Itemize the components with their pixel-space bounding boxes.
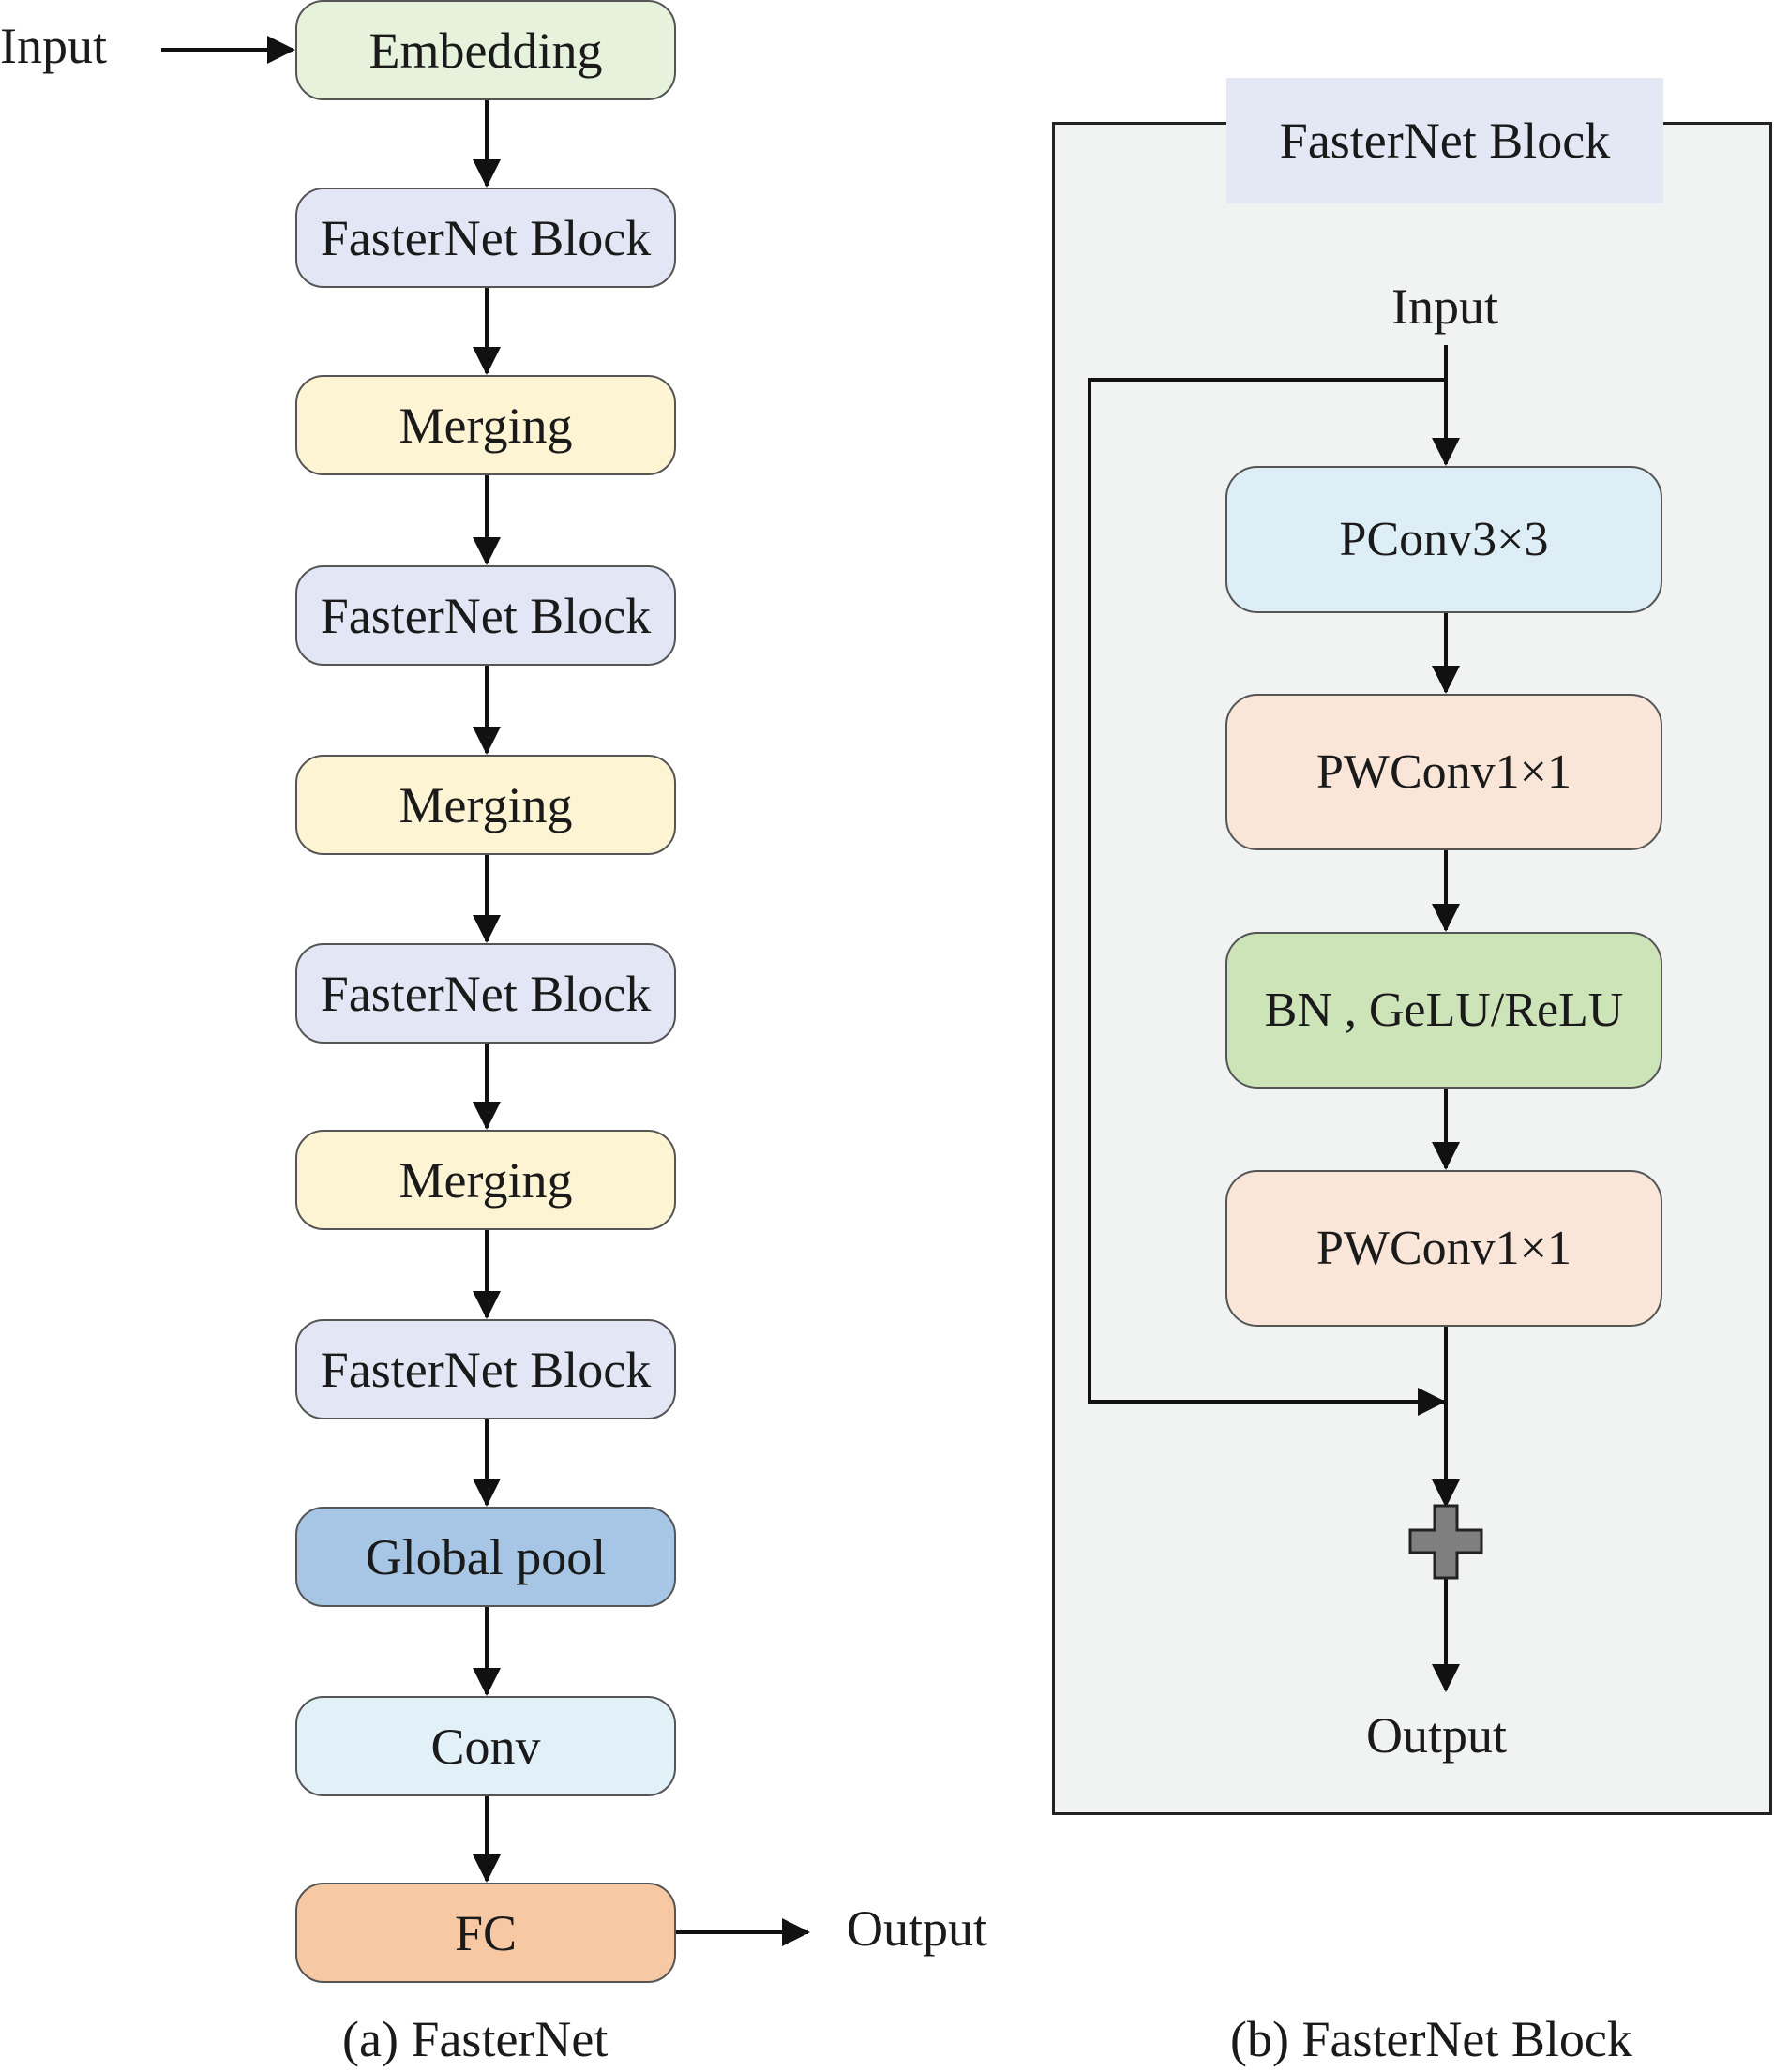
fasternet-block-node-1: FasterNet Block — [295, 188, 676, 288]
merging-node-3: Merging — [295, 1130, 676, 1230]
fasternet-block-node-4: FasterNet Block — [295, 1319, 676, 1419]
left-output-label: Output — [847, 1900, 988, 1957]
right-output-label: Output — [1366, 1707, 1508, 1764]
fc-node: FC — [295, 1883, 676, 1983]
pconv-node: PConv3×3 — [1225, 466, 1662, 613]
conv-node: Conv — [295, 1696, 676, 1796]
bn-activation-node: BN , GeLU/ReLU — [1225, 932, 1662, 1089]
fasternet-block-node-3: FasterNet Block — [295, 943, 676, 1044]
right-input-label: Input — [1391, 278, 1498, 335]
fasternet-block-node-2: FasterNet Block — [295, 565, 676, 666]
pwconv-node-1: PWConv1×1 — [1225, 694, 1662, 850]
merging-node-2: Merging — [295, 755, 676, 855]
pwconv-node-2: PWConv1×1 — [1225, 1170, 1662, 1327]
caption-b: (b) FasterNet Block — [1230, 2011, 1632, 2067]
merging-node-1: Merging — [295, 375, 676, 475]
panel-title: FasterNet Block — [1226, 78, 1663, 203]
left-input-label: Input — [0, 18, 107, 74]
global-pool-node: Global pool — [295, 1507, 676, 1607]
caption-a: (a) FasterNet — [342, 2011, 609, 2067]
embedding-node: Embedding — [295, 0, 676, 100]
